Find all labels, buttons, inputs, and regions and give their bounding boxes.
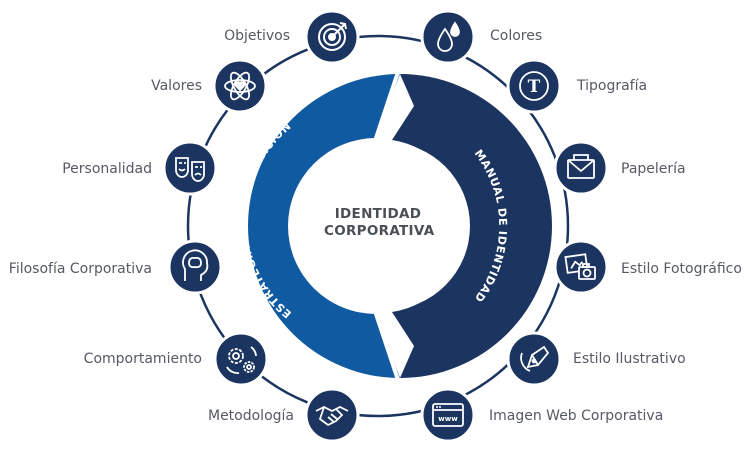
photo-camera-icon [564,253,596,280]
label-filosofia-corporativa: Filosofía Corporativa [8,261,152,277]
label-papeleria: Papelería [621,161,686,177]
label-colores: Colores [490,28,543,44]
target-icon [318,22,347,51]
center-title: IDENTIDAD CORPORATIVA [324,206,435,240]
right-arc-manual [392,74,552,378]
valores-node [212,58,268,114]
label-estilo-fotografico: Estilo Fotográfico [621,261,742,277]
arc-separator-bottom [373,308,400,381]
gears-icon [226,346,257,374]
atom-heart-icon [224,71,256,101]
left-arc-estrategia [248,74,400,378]
svg-text:www: www [438,415,458,423]
label-imagen-web-corporativa: Imagen Web Corporativa [489,408,664,424]
filosofia-node [167,239,223,295]
label-personalidad: Personalidad [62,161,152,177]
svg-text:T: T [528,77,541,97]
drops-icon [437,21,460,52]
label-valores: Valores [151,78,202,94]
estilo-fotografico-node [553,239,609,295]
center-title-line2: CORPORATIVA [324,223,435,239]
handshake-icon [315,405,349,427]
arc-separator-top [373,71,400,144]
center-title-line1: IDENTIDAD [334,206,422,222]
label-comportamiento: Comportamiento [83,351,202,367]
label-metodologia: Metodología [207,408,294,424]
personalidad-node [162,140,218,196]
center-circle [302,142,470,310]
papeleria-node [553,140,609,196]
web-browser-icon: www [432,403,464,427]
envelope-icon [567,154,595,179]
tipografia-node: T [506,58,562,114]
outer-ring [186,34,570,418]
pen-nib-icon [520,345,550,372]
theater-masks-icon [175,157,205,182]
label-objetivos: Objetivos [224,28,290,44]
estilo-ilustrativo-node [506,331,562,387]
head-brain-icon [182,249,209,281]
label-tipografia: Tipografía [577,78,648,94]
comportamiento-node [213,331,269,387]
colores-node [420,9,476,65]
typography-icon: T [519,71,549,101]
metodologia-node [304,387,360,443]
label-estilo-ilustrativo: Estilo Ilustrativo [573,351,686,367]
objetivos-node [304,9,360,65]
imagen-web-node: www [420,387,476,443]
